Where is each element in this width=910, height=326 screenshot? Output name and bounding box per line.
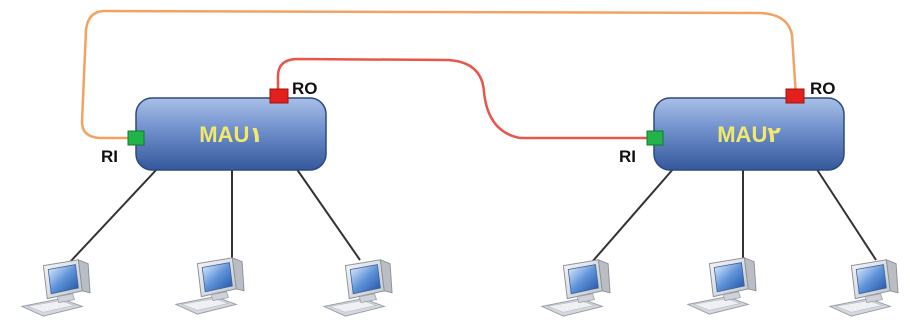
mau1-ri-port (127, 130, 145, 146)
mau1-ro-port (269, 88, 289, 104)
mau2-ro-label: RO (810, 79, 836, 98)
workstation-icon (687, 257, 757, 315)
mau2-ro-port (785, 88, 805, 104)
mau2-box: MAU٢ (653, 97, 845, 171)
mau1-ro-label: RO (292, 79, 318, 98)
workstation-icon (175, 257, 245, 315)
mau2-label: MAU٢ (717, 122, 781, 147)
mau1-box: MAU١ (135, 97, 327, 171)
mau2-ri-label: RI (619, 147, 636, 166)
mau1-ri-label: RI (101, 147, 118, 166)
inner-ring-cable (276, 57, 648, 140)
mau2-ri-port (646, 130, 664, 146)
workstation-icon (829, 259, 899, 317)
mau1-label: MAU١ (199, 122, 263, 147)
workstation-icon (323, 259, 393, 317)
mau1-drop-lines (69, 167, 361, 263)
workstation-icon (541, 259, 611, 317)
mau2-drop-lines (591, 167, 877, 263)
workstation-icon (21, 259, 91, 317)
outer-ring-cable (80, 9, 798, 140)
